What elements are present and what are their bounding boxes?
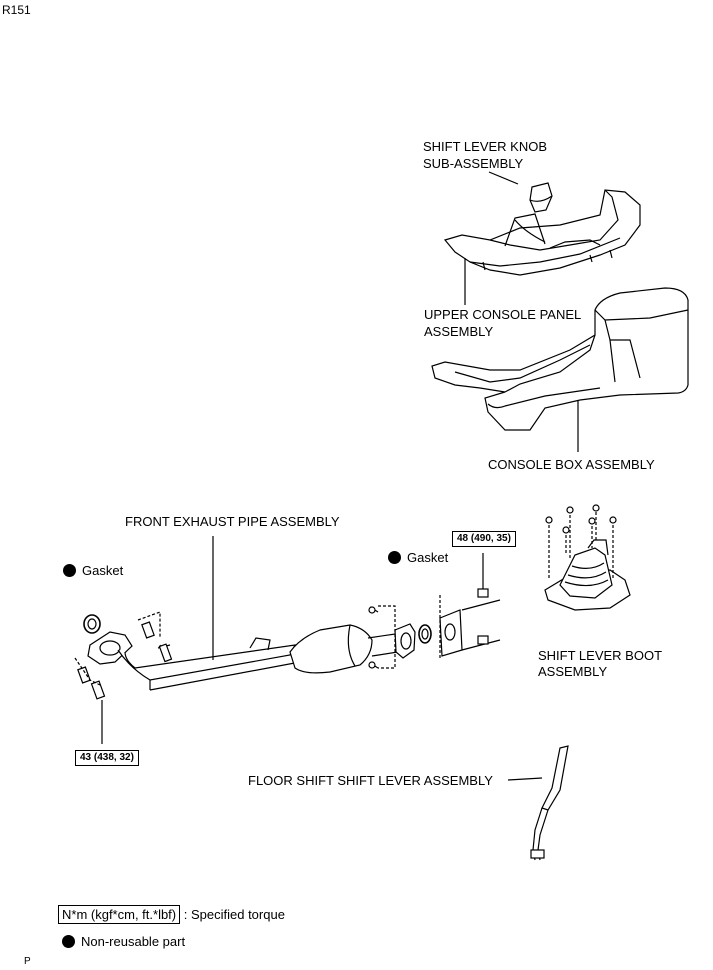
non-reusable-dot-icon xyxy=(63,564,76,577)
torque-left-bolt: 43 (438, 32) xyxy=(75,750,139,766)
label-boot-line1: SHIFT LEVER BOOT xyxy=(538,648,663,663)
floor-shift-lever-drawing xyxy=(507,745,569,861)
legend-torque-desc: : Specified torque xyxy=(183,907,285,922)
label-knob-line1: SHIFT LEVER KNOB xyxy=(423,139,548,154)
legend-torque-box: N*m (kgf*cm, ft.*lbf) xyxy=(58,905,181,924)
label-gasket-left: Gasket xyxy=(63,563,123,579)
console-box-drawing xyxy=(431,287,689,452)
label-front-exhaust: FRONT EXHAUST PIPE ASSEMBLY xyxy=(125,514,340,529)
non-reusable-dot-icon xyxy=(62,935,75,948)
front-exhaust-pipe-drawing xyxy=(87,606,416,691)
label-console-box: CONSOLE BOX ASSEMBLY xyxy=(488,457,655,472)
torque-right-bolt: 48 (490, 35) xyxy=(452,531,516,547)
label-gasket-right: Gasket xyxy=(388,550,448,566)
label-boot-line2: ASSEMBLY xyxy=(538,664,608,679)
page-code: R151 xyxy=(2,3,31,17)
shift-boot-drawing xyxy=(544,504,631,611)
non-reusable-dot-icon xyxy=(388,551,401,564)
label-knob-line2: SUB-ASSEMBLY xyxy=(423,156,524,171)
shift-knob-drawing xyxy=(488,171,553,213)
left-gasket-bolts-drawing xyxy=(74,611,173,744)
legend-non-reusable: Non-reusable part xyxy=(62,934,185,950)
upper-console-panel-drawing xyxy=(443,189,641,305)
label-floor-shift: FLOOR SHIFT SHIFT LEVER ASSEMBLY xyxy=(248,773,493,788)
legend-torque: N*m (kgf*cm, ft.*lbf) : Specified torque xyxy=(58,905,285,924)
gasket-left-text: Gasket xyxy=(82,563,124,578)
right-gasket-bolts-drawing xyxy=(378,553,501,669)
footer-code: P xyxy=(24,956,31,967)
gasket-right-text: Gasket xyxy=(407,550,449,565)
label-upper-panel-line1: UPPER CONSOLE PANEL xyxy=(424,307,582,322)
label-upper-panel-line2: ASSEMBLY xyxy=(424,324,494,339)
legend-non-reusable-text: Non-reusable part xyxy=(81,934,186,949)
